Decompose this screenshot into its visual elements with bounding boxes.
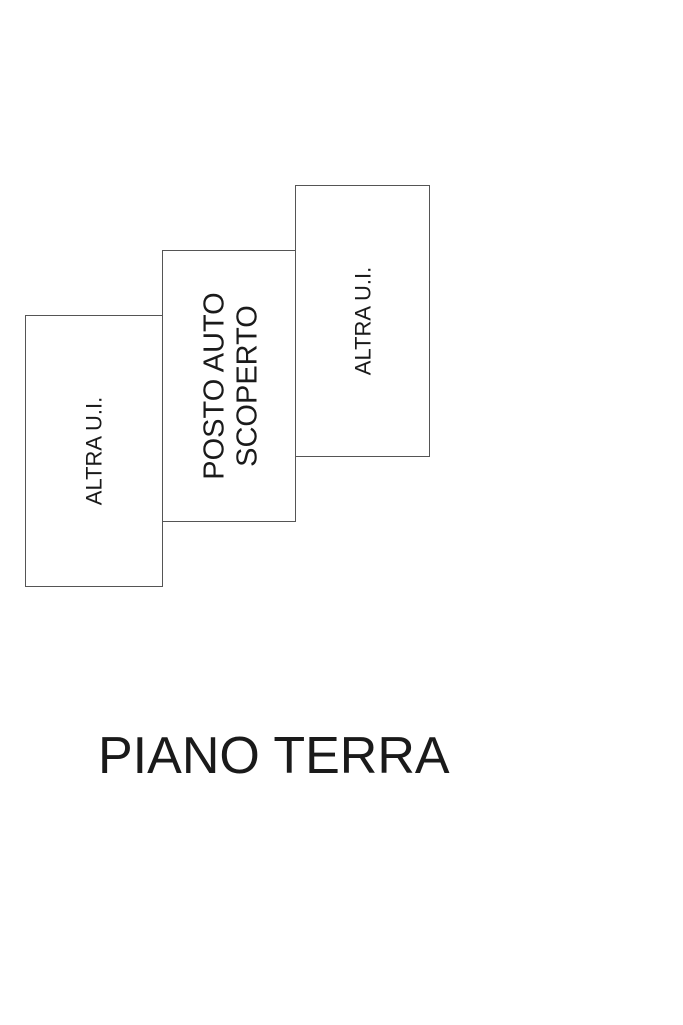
- room-other-unit-left: ALTRA U.I.: [25, 315, 163, 587]
- floor-title: PIANO TERRA: [98, 727, 450, 785]
- room-label: ALTRA U.I.: [81, 397, 106, 505]
- room-other-unit-right: ALTRA U.I.: [295, 185, 430, 457]
- room-label-line: SCOPERTO: [232, 305, 264, 467]
- room-label: ALTRA U.I.: [350, 267, 375, 375]
- room-uncovered-parking: POSTO AUTO SCOPERTO: [162, 250, 296, 522]
- room-label-line: POSTO AUTO: [198, 292, 231, 480]
- room-label: POSTO AUTO SCOPERTO: [199, 292, 266, 479]
- room-label-line: ALTRA U.I.: [349, 266, 375, 376]
- room-label-line: ALTRA U.I.: [81, 396, 107, 506]
